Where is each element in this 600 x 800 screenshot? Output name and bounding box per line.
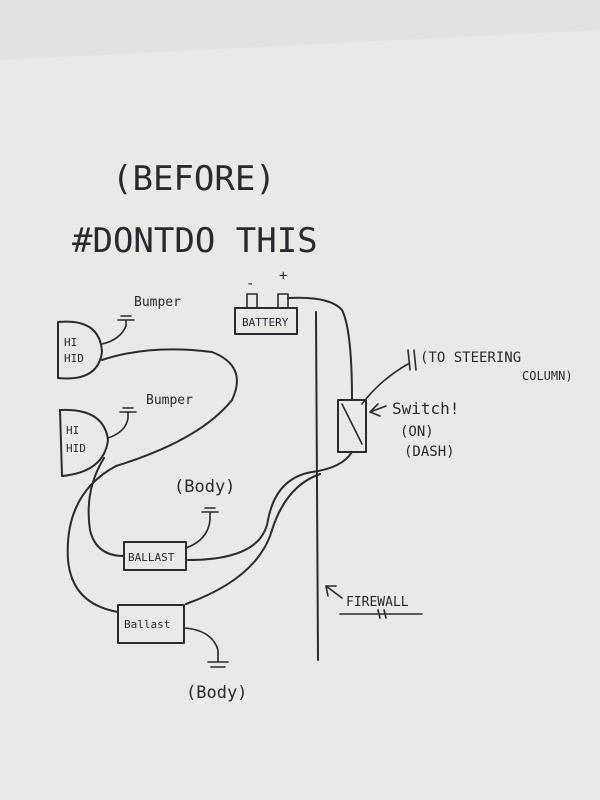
- steering-line1: (TO STEERING: [420, 350, 521, 366]
- paper-shadow: [0, 0, 600, 60]
- heading-before: (BEFORE): [112, 159, 276, 199]
- bumper-top-wire: [101, 319, 127, 345]
- firewall-label: FIREWALL: [346, 595, 409, 610]
- battery-box: [234, 307, 298, 335]
- hid-lamp-top: HI HID: [57, 320, 103, 380]
- firewall-arrow: [325, 585, 343, 599]
- body-top-wire: [185, 511, 211, 549]
- bumper-bottom-symbol: [119, 407, 137, 413]
- lamp-bottom-line2: HID: [66, 442, 86, 455]
- switch-label: Switch!: [392, 399, 459, 418]
- body-ground-bottom: (Body): [183, 627, 247, 703]
- switch-on-label: (ON): [400, 424, 434, 440]
- bumper-top-symbol: [117, 315, 135, 321]
- wire-lamp-bottom-to-ballast-top: [87, 457, 125, 557]
- switch-arrow: [369, 403, 387, 417]
- lamp-bottom-shape: [59, 408, 109, 477]
- body-ground-top: (Body): [174, 477, 235, 549]
- body-top-symbol: [201, 507, 219, 513]
- switch: Switch! (ON) (DASH): [337, 399, 459, 460]
- battery-neg-terminal: [246, 293, 258, 309]
- battery: BATTERY - +: [234, 268, 298, 335]
- bumper-ground-bottom: Bumper: [107, 393, 193, 439]
- bumper-ground-top: Bumper: [101, 295, 181, 345]
- body-bottom-symbol: [207, 661, 229, 668]
- steering-note: (TO STEERING COLUMN): [407, 349, 573, 383]
- heading-hashtag: #DONTDO THIS: [72, 221, 318, 261]
- ballast-bottom: Ballast: [117, 604, 185, 644]
- battery-label: BATTERY: [242, 316, 289, 329]
- bumper-bottom-wire: [107, 411, 129, 439]
- wire-battery-to-switch: [287, 296, 353, 401]
- firewall-line: [315, 311, 319, 661]
- lamp-top-line1: HI: [64, 336, 77, 349]
- steering-connector: [407, 349, 417, 371]
- body-bottom-label: (Body): [186, 683, 247, 703]
- steering-line2: COLUMN): [522, 369, 573, 383]
- battery-neg-sign: -: [246, 276, 254, 292]
- battery-pos-sign: +: [279, 268, 287, 284]
- wire-switch-to-ballast-top: [187, 451, 353, 561]
- wire-switch-to-ballast-bottom: [185, 473, 321, 605]
- ballast-bottom-label: Ballast: [124, 618, 170, 631]
- switch-dash-label: (DASH): [404, 444, 455, 460]
- wire-lamp-top-to-ballast-bottom: [66, 348, 238, 613]
- firewall-underline: [339, 609, 423, 619]
- wire-switch-to-steering: [361, 363, 409, 405]
- lamp-bottom-line1: HI: [66, 424, 79, 437]
- ballast-top-label: BALLAST: [128, 551, 175, 564]
- ballast-bottom-box: [117, 604, 185, 644]
- lamp-top-shape: [57, 320, 103, 380]
- wires: [66, 296, 409, 613]
- bumper-top-label: Bumper: [134, 295, 181, 310]
- battery-pos-terminal: [277, 293, 289, 309]
- body-top-label: (Body): [174, 477, 235, 497]
- body-bottom-wire: [183, 627, 219, 663]
- hid-lamp-bottom: HI HID: [59, 408, 109, 477]
- bumper-bottom-label: Bumper: [146, 393, 193, 408]
- switch-lever: [341, 403, 363, 445]
- firewall-label-group: FIREWALL: [325, 585, 423, 619]
- lamp-top-line2: HID: [64, 352, 84, 365]
